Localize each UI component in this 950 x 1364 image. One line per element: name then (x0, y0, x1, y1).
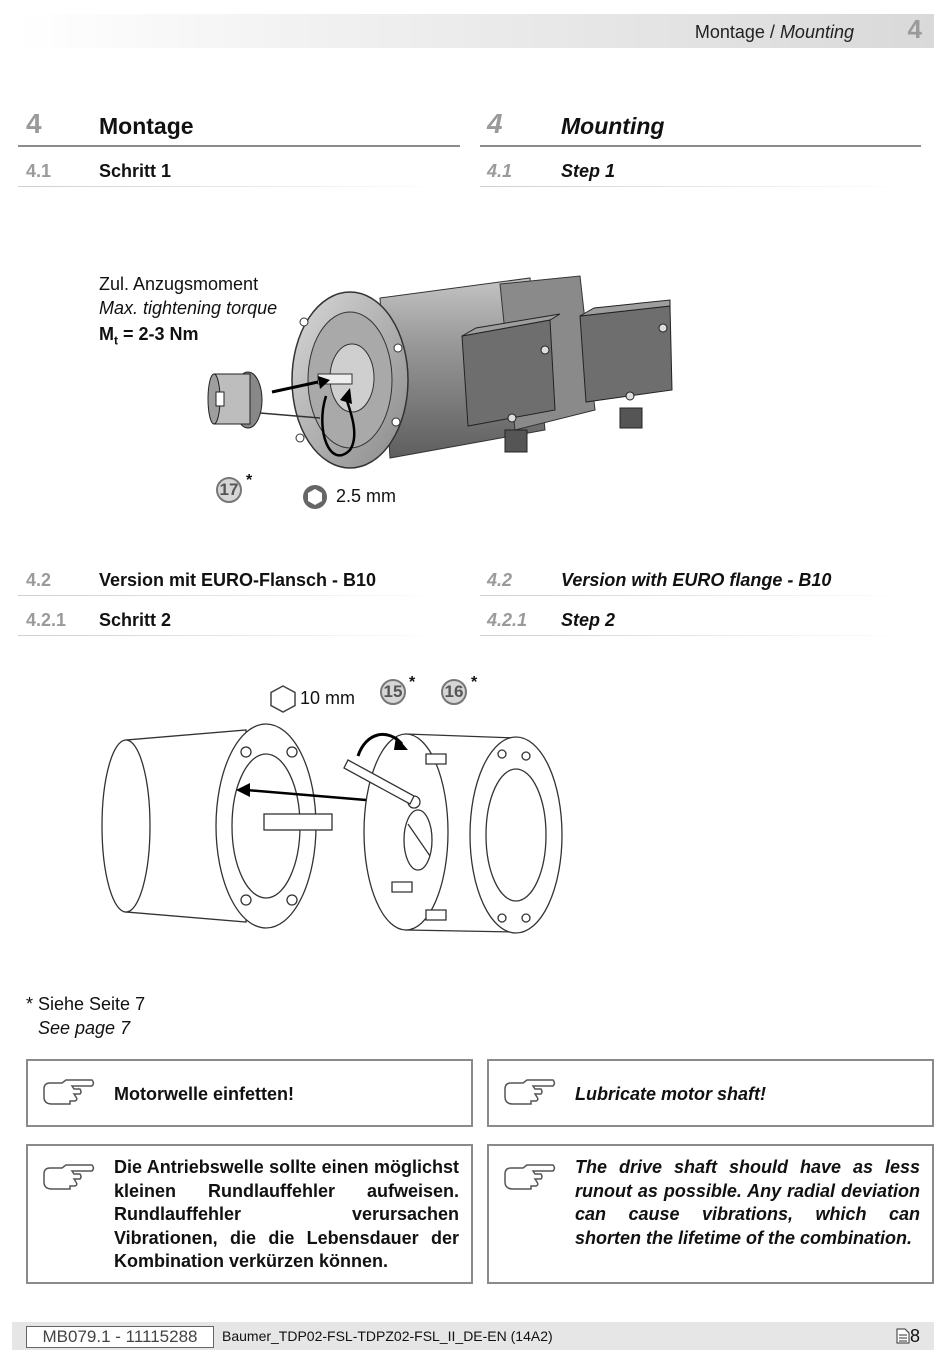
section-4-1-number-de: 4.1 (26, 161, 52, 181)
euro-flange-step2-illustration (101, 723, 563, 934)
chapter-title-en: Mounting (561, 113, 665, 139)
callout-16: 16 (441, 679, 467, 705)
section-4-2-1-number-de: 4.2.1 (26, 610, 67, 630)
section-4-1-title-de: Schritt 1 (99, 161, 172, 181)
chapter-number-de: 4 (26, 108, 42, 139)
hex-size-label-2: 10 mm (300, 688, 356, 708)
divider (18, 595, 448, 596)
document-icon (896, 1328, 910, 1344)
section-4-2-number-de: 4.2 (26, 570, 52, 590)
divider (18, 635, 448, 636)
chapter-title-de: Montage (99, 113, 194, 139)
section-4-2-number-en: 4.2 (487, 570, 513, 590)
footnote-en: See page 7 (38, 1018, 131, 1038)
section-4-2-title-en: Version with EURO flange - B10 (561, 570, 832, 590)
section-4-2-1-title-en: Step 2 (561, 610, 616, 630)
callout-17: 17 (216, 477, 242, 503)
page-number-value: 8 (909, 1326, 920, 1346)
callout-15: 15 (380, 679, 406, 705)
callout-16-asterisk: * (471, 674, 478, 691)
note-1-text-en: Lubricate motor shaft! (575, 1084, 767, 1104)
footnote-de: * Siehe Seite 7 (26, 994, 146, 1014)
section-4-2-1-number-en: 4.2.1 (487, 610, 528, 630)
rule-de (18, 145, 460, 147)
divider (480, 186, 910, 187)
section-4-2-title-de: Version mit EURO-Flansch - B10 (99, 570, 377, 590)
hex-size-label-1: 2.5 mm (336, 486, 397, 506)
note-box-1-de: Motorwelle einfetten! (26, 1059, 473, 1127)
pointing-hand-icon (504, 1079, 556, 1105)
hex-key-icon (303, 485, 327, 509)
pointing-hand-icon (43, 1079, 95, 1105)
section-4-1-number-en: 4.1 (487, 161, 513, 181)
divider (18, 186, 448, 187)
callout-17-asterisk: * (246, 472, 253, 489)
encoder-step1-illustration (207, 275, 673, 469)
torque-label-de: Zul. Anzugsmoment (99, 274, 259, 294)
note-box-2-en: The drive shaft should have as less runo… (487, 1144, 934, 1284)
header-bar (18, 14, 934, 48)
divider (480, 635, 910, 636)
page-number: 8 (896, 1326, 920, 1347)
pointing-hand-icon (504, 1164, 556, 1190)
chapter-number-en: 4 (487, 108, 503, 139)
divider (480, 595, 910, 596)
torque-label-en: Max. tightening torque (99, 298, 278, 318)
section-4-1-title-en: Step 1 (561, 161, 616, 181)
document-id: MB079.1 - 11115288 (26, 1326, 214, 1348)
torque-value: Mt = 2-3 Nm (99, 324, 199, 348)
header-chapter-number: 4 (907, 14, 922, 44)
hex-nut-icon (270, 685, 296, 713)
note-1-text-de: Motorwelle einfetten! (114, 1084, 295, 1104)
note-2-text-en: The drive shaft should have as less runo… (575, 1157, 920, 1248)
callout-15-asterisk: * (409, 674, 416, 691)
section-4-2-1-title-de: Schritt 2 (99, 610, 172, 630)
header-title: Montage / Mounting (694, 22, 854, 42)
document-filename: Baumer_TDP02-FSL-TDPZ02-FSL_II_DE-EN (14… (222, 1328, 553, 1344)
note-box-2-de: Die Antriebswelle sollte einen möglichst… (26, 1144, 473, 1284)
rule-en (480, 145, 921, 147)
note-2-text-de: Die Antriebswelle sollte einen möglichst… (114, 1157, 459, 1271)
pointing-hand-icon (43, 1164, 95, 1190)
note-box-1-en: Lubricate motor shaft! (487, 1059, 934, 1127)
